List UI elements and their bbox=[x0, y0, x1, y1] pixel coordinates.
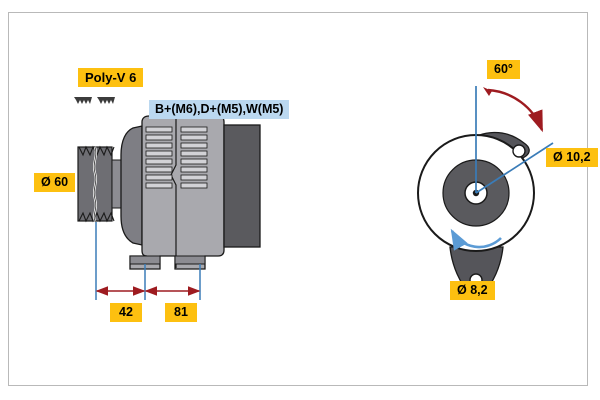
label-pulley-diameter: Ø 60 bbox=[34, 173, 76, 192]
alternator-housing bbox=[120, 115, 261, 270]
pulley-assembly bbox=[77, 145, 122, 223]
label-dimension-81: 81 bbox=[165, 303, 197, 322]
label-upper-hole-diameter: Ø 10,2 bbox=[546, 148, 598, 167]
label-terminals: B+(M6),D+(M5),W(M5) bbox=[149, 100, 290, 119]
label-lower-hole-diameter: Ø 8,2 bbox=[450, 281, 495, 300]
angle-reference-lines bbox=[475, 86, 554, 194]
poly-v-belt-profile-icon bbox=[74, 97, 115, 104]
rotation-arrow-counterclockwise-icon bbox=[450, 228, 502, 251]
angle-arc-arrow-icon bbox=[483, 87, 544, 133]
label-dimension-42: 42 bbox=[110, 303, 142, 322]
label-belt-type: Poly-V 6 bbox=[78, 68, 144, 87]
label-mounting-angle: 60° bbox=[487, 60, 520, 79]
